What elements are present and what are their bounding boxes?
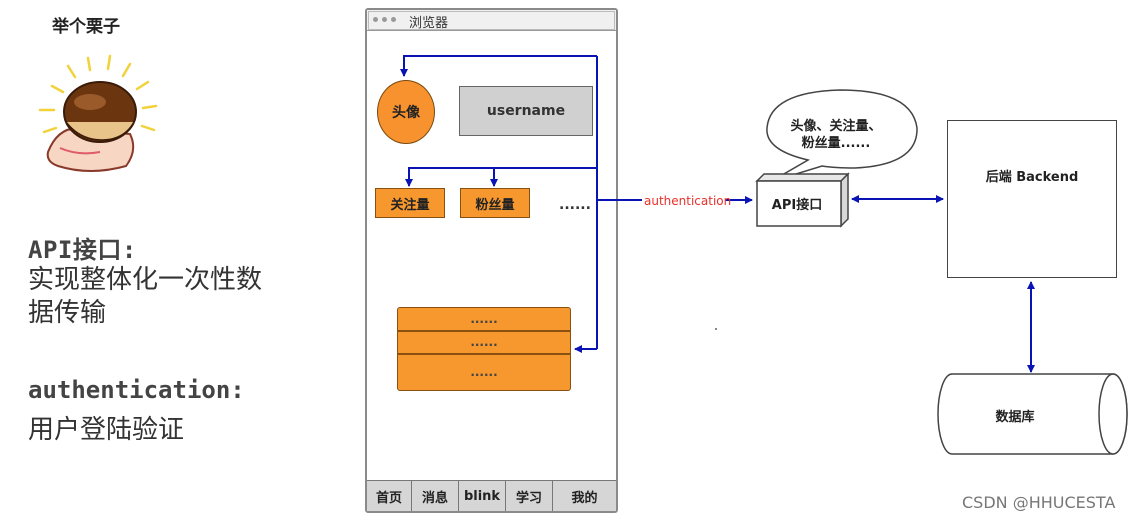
browser-titlebar-border xyxy=(368,11,615,30)
api-desc-line2: 据传输 xyxy=(28,298,107,328)
watermark: CSDN @HHUCESTA xyxy=(962,493,1116,512)
api-desc-line1: 实现整体化一次性数 xyxy=(28,265,263,295)
browser-title: 浏览器 xyxy=(409,16,449,31)
backend-label: 后端 Backend xyxy=(985,170,1079,185)
list-divider xyxy=(398,353,570,355)
api-description: 实现整体化一次性数 据传输 xyxy=(28,264,318,330)
auth-title: authentication: xyxy=(28,376,245,404)
bubble-text: 头像、关注量、 粉丝量...... xyxy=(790,119,882,151)
database-label: 数据库 xyxy=(995,410,1035,425)
database-cylinder xyxy=(937,373,1128,455)
tab-me[interactable]: 我的 xyxy=(571,490,598,506)
tab-learn[interactable]: 学习 xyxy=(506,481,553,511)
list-item: ...... xyxy=(470,365,498,379)
auth-description: 用户登陆验证 xyxy=(28,415,185,445)
connector-to-follow xyxy=(405,167,597,187)
window-dot-icon xyxy=(391,17,396,22)
avatar-label: 头像 xyxy=(392,105,420,121)
chestnut-illustration xyxy=(38,54,158,172)
bottom-tab-bar: 首页 消息 blink 学习 我的 xyxy=(367,480,616,511)
tab-blink[interactable]: blink xyxy=(459,481,506,511)
username-box: username xyxy=(459,86,593,136)
browser-titlebar xyxy=(367,10,616,31)
fans-count-box: 粉丝量 xyxy=(460,188,530,218)
tab-home[interactable]: 首页 xyxy=(367,481,412,511)
tab-messages[interactable]: 消息 xyxy=(412,481,459,511)
speech-bubble xyxy=(766,89,918,183)
window-dot-icon xyxy=(373,17,378,22)
example-title: 举个栗子 xyxy=(52,17,120,37)
window-dot-icon xyxy=(382,17,387,22)
list-item: ...... xyxy=(470,335,498,349)
api-title: API接口: xyxy=(28,236,137,264)
list-divider xyxy=(398,330,570,332)
list-item: ...... xyxy=(470,312,498,326)
api-box xyxy=(755,172,850,228)
follow-count-label: 关注量 xyxy=(390,197,430,213)
fans-count-label: 粉丝量 xyxy=(475,197,515,213)
authentication-label: authentication xyxy=(644,194,732,208)
stray-dot xyxy=(715,328,717,330)
content-list: ...... ...... ...... xyxy=(397,307,571,391)
connector-to-avatar xyxy=(400,55,597,77)
avatar-circle: 头像 xyxy=(377,80,435,144)
username-label: username xyxy=(486,103,566,119)
follow-count-box: 关注量 xyxy=(375,188,445,218)
api-box-label: API接口 xyxy=(771,198,823,213)
more-ellipsis: ...... xyxy=(559,197,591,213)
backend-box xyxy=(947,120,1117,278)
